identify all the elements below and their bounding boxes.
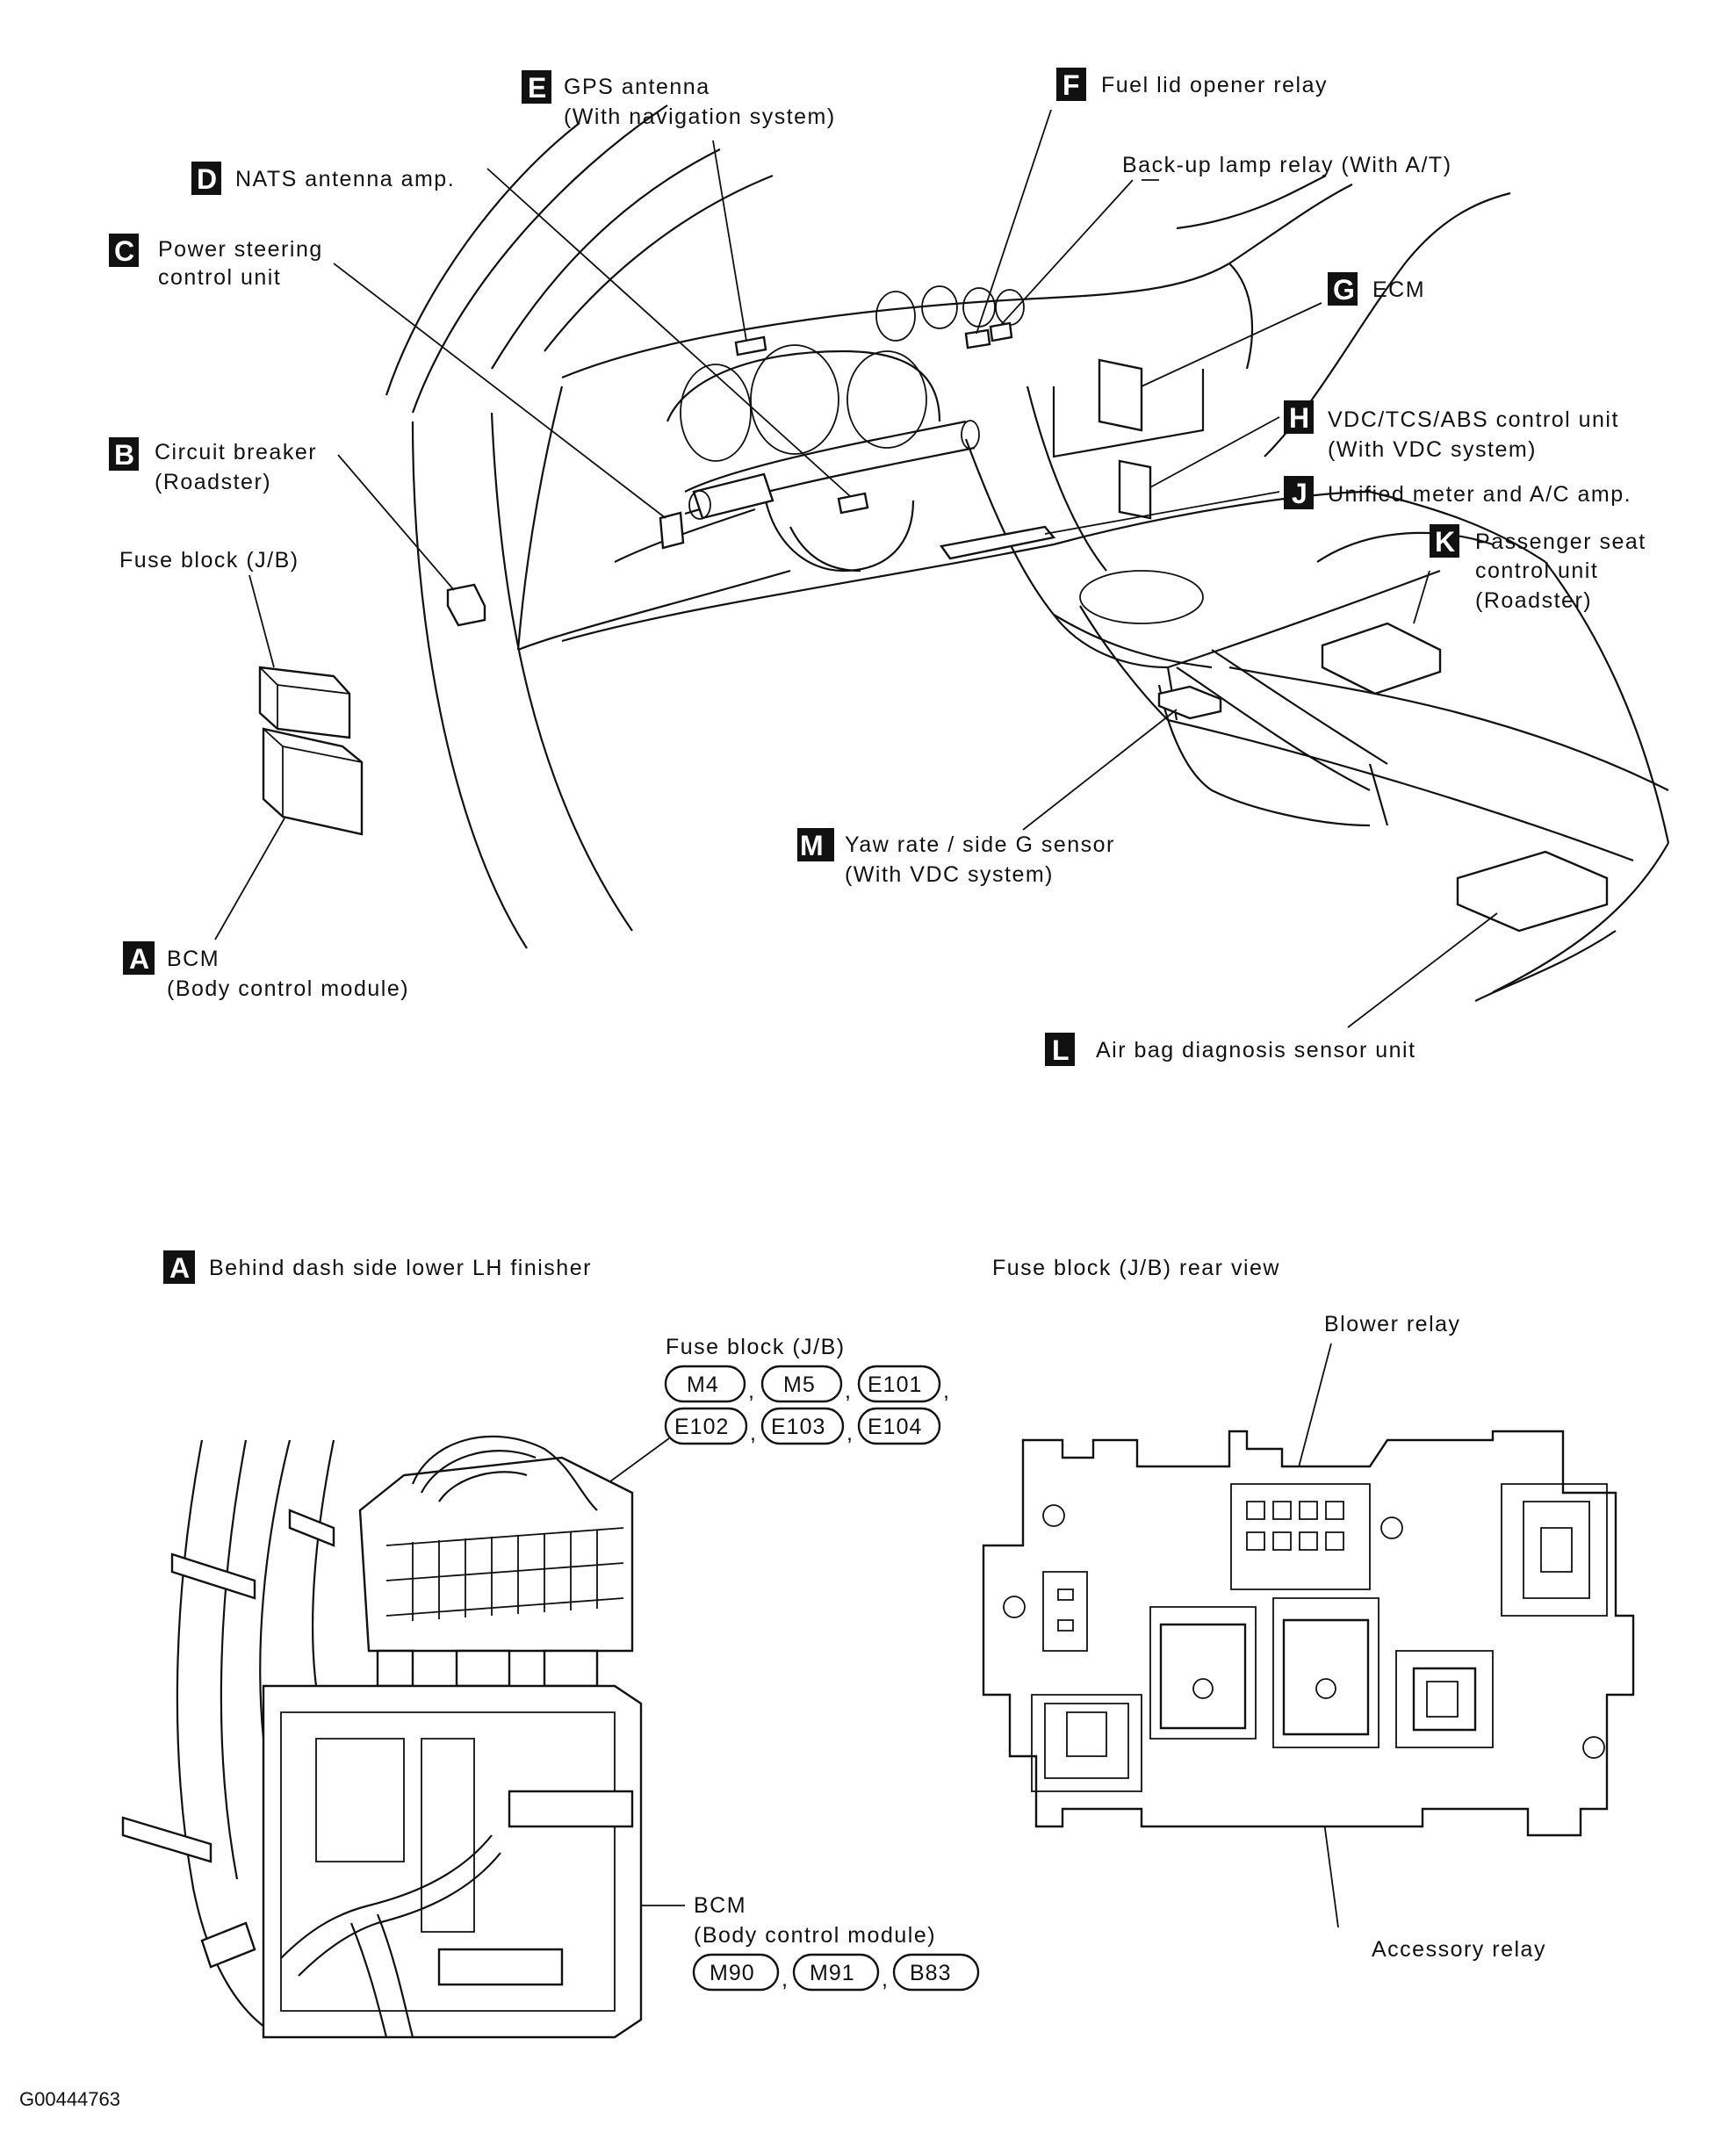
label-power-steering-2: control unit <box>158 265 281 290</box>
label-unified-meter: Unified meter and A/C amp. <box>1328 482 1632 507</box>
label-backup-lamp-relay: Back-up lamp relay (With A/T) <box>1122 153 1452 177</box>
badge-a <box>123 941 155 975</box>
ecm-part <box>1098 358 1143 432</box>
svg-text:,: , <box>943 1379 950 1403</box>
svg-text:A: A <box>129 943 149 975</box>
label-airbag-sensor: Air bag diagnosis sensor unit <box>1096 1038 1416 1063</box>
svg-text:J: J <box>1292 478 1307 509</box>
detail-bcm-label: BCM <box>694 1893 746 1918</box>
top-labels: E GPS antenna (With navigation system) F… <box>109 68 1646 1066</box>
connector-e103: E103 <box>771 1415 825 1439</box>
label-yaw-rate-sensor: Yaw rate / side G sensor <box>845 832 1115 857</box>
connector-b83: B83 <box>910 1961 951 1985</box>
fuel-lid-relay-part <box>964 328 991 349</box>
svg-text:,: , <box>782 1967 789 1992</box>
label-circuit-breaker: Circuit breaker <box>155 440 317 465</box>
passenger-seat-unit-part <box>1321 622 1442 695</box>
label-nats-antenna: NATS antenna amp. <box>235 167 455 191</box>
svg-text:B: B <box>114 439 134 471</box>
fuse-block-rear-view <box>982 1430 1635 1837</box>
badge-l <box>1045 1033 1075 1066</box>
badge-f <box>1056 68 1086 101</box>
badge-j <box>1284 476 1314 509</box>
svg-text:C: C <box>114 235 134 267</box>
badge-a-detail <box>163 1250 195 1284</box>
connector-e104: E104 <box>868 1415 922 1439</box>
bcm-connectors: M90 , M91 , B83 <box>692 1953 980 1992</box>
svg-text:F: F <box>1062 69 1080 101</box>
badge-d <box>191 162 221 195</box>
svg-text:A: A <box>169 1252 190 1284</box>
detail-right: Fuse block (J/B) rear view Blower relay … <box>982 1256 1635 1962</box>
label-bcm-note: (Body control module) <box>167 976 409 1001</box>
bcm-part <box>262 727 364 836</box>
connector-m91: M91 <box>810 1961 855 1985</box>
label-fuse-block: Fuse block (J/B) <box>119 548 299 573</box>
label-fuel-lid-relay: Fuel lid opener relay <box>1101 73 1328 97</box>
gps-antenna-part <box>734 335 767 357</box>
svg-text:,: , <box>846 1421 854 1445</box>
svg-text:M: M <box>800 830 824 861</box>
svg-text:H: H <box>1289 402 1309 434</box>
badge-g <box>1328 272 1358 306</box>
badge-c <box>109 234 139 267</box>
connector-m90: M90 <box>710 1961 755 1985</box>
circuit-breaker-part <box>446 583 486 627</box>
connector-e101: E101 <box>868 1372 922 1397</box>
connector-e102: E102 <box>674 1415 729 1439</box>
label-accessory-relay: Accessory relay <box>1372 1937 1546 1962</box>
label-gps-antenna: GPS antenna <box>564 75 710 99</box>
label-blower-relay: Blower relay <box>1324 1312 1461 1336</box>
nats-antenna-part <box>837 492 869 515</box>
detail-right-title: Fuse block (J/B) rear view <box>992 1256 1280 1280</box>
label-passenger-seat-note: (Roadster) <box>1475 588 1592 613</box>
dashboard-illustration <box>385 104 1670 1002</box>
label-yaw-rate-sensor-note: (With VDC system) <box>845 862 1054 887</box>
svg-text:L: L <box>1052 1034 1070 1066</box>
fuse-block-bcm-illustration <box>121 1435 643 2039</box>
backup-relay-part <box>989 321 1013 342</box>
unified-meter-part <box>939 525 1056 560</box>
connector-m4: M4 <box>687 1372 719 1397</box>
detail-left: A Behind dash side lower LH finisher Fus… <box>121 1250 980 2039</box>
label-bcm: BCM <box>167 947 220 971</box>
label-power-steering: Power steering <box>158 237 323 262</box>
badge-e <box>522 70 551 104</box>
fuse-connectors-row2: E102 , E103 , E104 <box>664 1407 941 1445</box>
label-circuit-breaker-note: (Roadster) <box>155 470 271 494</box>
connector-m5: M5 <box>783 1372 816 1397</box>
svg-text:K: K <box>1435 526 1455 558</box>
label-passenger-seat: Passenger seat <box>1475 529 1646 554</box>
svg-text:D: D <box>197 163 217 195</box>
label-vdc-unit: VDC/TCS/ABS control unit <box>1328 407 1619 432</box>
label-gps-antenna-note: (With navigation system) <box>564 104 836 129</box>
svg-text:,: , <box>750 1421 757 1445</box>
top-leader-lines <box>214 109 1498 1028</box>
detail-left-title: Behind dash side lower LH finisher <box>209 1256 592 1280</box>
svg-text:G: G <box>1333 274 1355 306</box>
svg-text:,: , <box>748 1379 755 1403</box>
detail-fuse-label: Fuse block (J/B) <box>666 1335 846 1359</box>
badge-b <box>109 437 139 471</box>
fuse-connectors-row1: M4 , M5 , E101 , <box>664 1365 950 1403</box>
svg-text:,: , <box>845 1379 852 1403</box>
fuse-block-part <box>258 666 351 739</box>
vdc-unit-part <box>1118 459 1152 520</box>
badge-h <box>1284 400 1314 434</box>
label-ecm: ECM <box>1372 277 1425 302</box>
detail-bcm-note: (Body control module) <box>694 1923 936 1948</box>
badge-k <box>1430 524 1459 558</box>
top-components <box>258 321 1609 933</box>
badge-m <box>797 828 834 861</box>
figure-code: G00444763 <box>19 2088 120 2110</box>
svg-text:,: , <box>882 1967 889 1992</box>
label-vdc-unit-note: (With VDC system) <box>1328 437 1537 462</box>
label-passenger-seat-2: control unit <box>1475 558 1598 583</box>
svg-text:E: E <box>528 72 546 104</box>
airbag-sensor-part <box>1456 850 1609 933</box>
power-steering-part <box>659 511 685 550</box>
